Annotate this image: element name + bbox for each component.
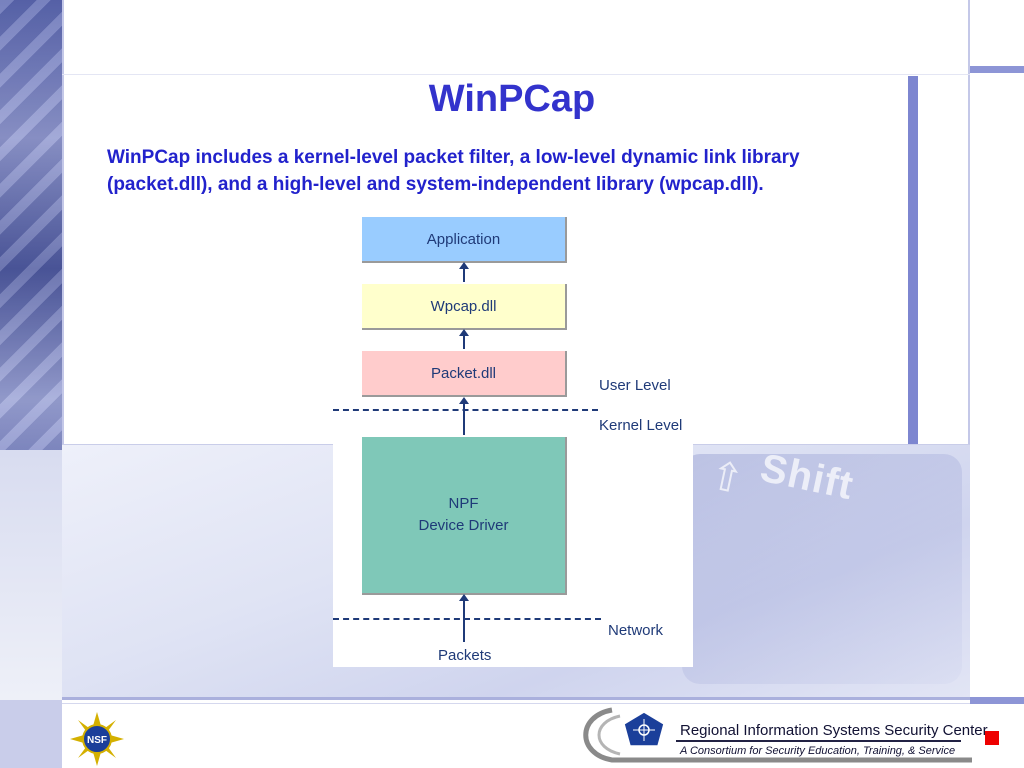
right-divider-line [968,0,970,700]
right-band-top [970,66,1024,73]
left-strip-lower [0,450,62,700]
network-label: Network [608,622,664,639]
kernel-level-label: Kernel Level [599,417,683,434]
npf-label: NPF [448,495,479,512]
risc-logo-icon [583,707,972,763]
arrow-packets-to-npf [459,594,469,642]
nsf-logo-text: NSF [87,735,107,746]
left-strip-bottom [0,700,62,768]
slide-body-text: WinPCap includes a kernel-level packet f… [107,147,800,195]
application-label: Application [426,230,501,248]
packet-dll-label: Packet.dll [430,364,497,382]
slide-marker-square [985,731,999,745]
npf-device-driver-box: NPF Device Driver [362,437,567,595]
user-level-label: User Level [599,377,671,394]
right-margin [970,0,1024,768]
bottom-divider-line [62,697,970,700]
slide-title: WinPCap [428,78,596,120]
right-band-bottom [970,697,1024,704]
device-driver-label: Device Driver [418,517,509,534]
network-boundary-line [333,618,601,620]
org-name-text: Regional Information Systems Security Ce… [680,722,988,739]
arrow-npf-to-packet [459,397,469,435]
top-divider-line [62,74,970,75]
accent-vertical-bar [908,76,918,444]
arrow-wpcap-to-application [459,262,469,282]
nsf-logo-icon: NSF [70,712,124,766]
org-tagline-text: A Consortium for Security Education, Tra… [680,745,956,757]
arrow-packet-to-wpcap [459,329,469,349]
wpcap-dll-label: Wpcap.dll [430,297,497,315]
bottom-divider-line-thin [62,703,970,704]
packet-dll-box: Packet.dll [362,351,567,397]
left-divider-line [62,0,64,700]
application-box: Application [362,217,567,263]
packets-label: Packets [438,647,492,664]
user-kernel-boundary-line [333,409,598,411]
wpcap-dll-box: Wpcap.dll [362,284,567,330]
